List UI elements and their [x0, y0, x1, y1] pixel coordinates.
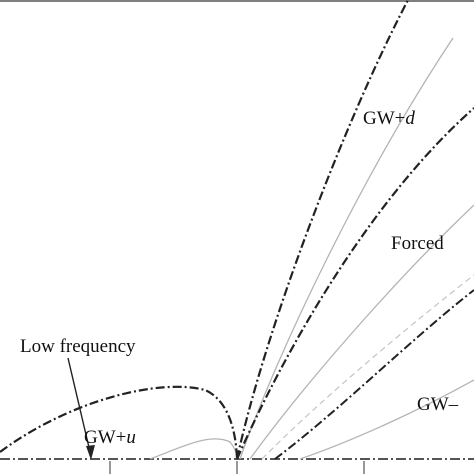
curve-forced — [235, 107, 474, 460]
curve-gw-plus-d — [235, 0, 409, 460]
curve-gw-minus — [274, 289, 474, 460]
label-low-frequency: Low frequency — [20, 336, 136, 357]
label-gw-plus-u: GW+u — [84, 427, 136, 448]
label-gw-plus-d: GW+d — [363, 108, 415, 129]
light-curve-gw-u — [149, 438, 238, 460]
low-frequency-arrow-line — [67, 357, 92, 457]
low-frequency-arrowhead — [86, 445, 95, 460]
light-curve-inner-upper — [239, 37, 454, 460]
light-dashed-curve — [261, 274, 474, 460]
curve-low-frequency — [0, 385, 239, 460]
label-gw-minus: GW– — [417, 394, 459, 415]
light-curve-forced-lower — [249, 204, 474, 460]
light-curve-gw-minus — [299, 379, 474, 460]
label-forced: Forced — [391, 233, 444, 254]
